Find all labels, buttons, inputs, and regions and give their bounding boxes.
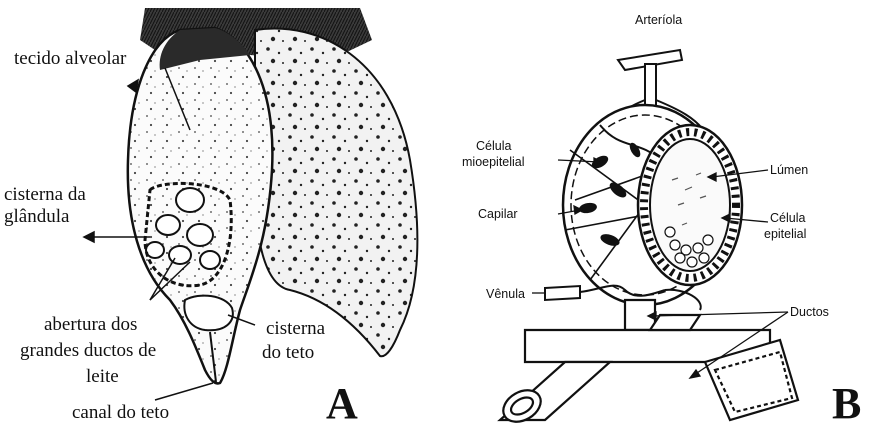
label-tecido-alveolar: tecido alveolar — [14, 48, 127, 69]
label-celula-epi-1: Célula — [770, 211, 805, 225]
panel-a-udder-section: tecido alveolar cisterna da glândula abe… — [0, 0, 450, 434]
right-quarter — [254, 29, 418, 357]
label-arteriola: Arteríola — [635, 13, 682, 27]
label-ductos: Ductos — [790, 305, 829, 319]
label-celula-mio-1: Célula — [476, 139, 511, 153]
label-cisterna-glandula-2: glândula — [4, 206, 70, 227]
ducts — [498, 300, 798, 428]
label-cisterna-teto-2: do teto — [262, 342, 314, 363]
label-venula: Vênula — [486, 287, 525, 301]
label-abertura-1: abertura dos — [44, 314, 137, 335]
label-celula-mio-2: mioepitelial — [462, 155, 525, 169]
label-capilar: Capilar — [478, 207, 518, 221]
udder-illustration: tecido alveolar cisterna da glândula abe… — [0, 0, 450, 434]
label-lumen: Lúmen — [770, 163, 808, 177]
panel-b-alveolus: Arteríola Célula mioepitelial Lúmen Capi… — [450, 0, 872, 434]
label-abertura-3: leite — [86, 366, 119, 387]
label-celula-epi-2: epitelial — [764, 227, 806, 241]
lumen-section — [638, 125, 742, 285]
label-cisterna-teto-1: cisterna — [266, 318, 326, 339]
alveolus-illustration: Arteríola Célula mioepitelial Lúmen Capi… — [450, 0, 872, 434]
teat-cistern — [184, 296, 232, 331]
panel-letter-a: A — [326, 379, 358, 428]
label-canal-teto: canal do teto — [72, 402, 169, 423]
panel-letter-b: B — [832, 379, 861, 428]
label-cisterna-glandula-1: cisterna da — [4, 184, 86, 205]
label-abertura-2: grandes ductos de — [20, 340, 156, 361]
